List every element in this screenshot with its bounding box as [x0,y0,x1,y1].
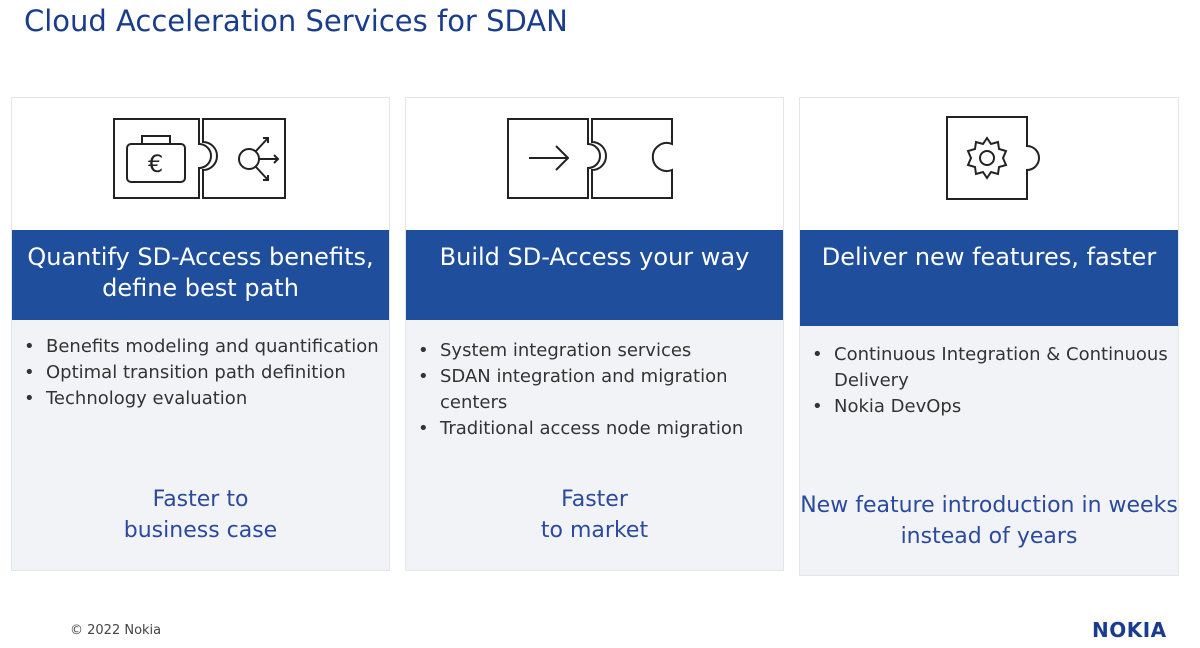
puzzle-euro-briefcase-network-icon: € [113,118,286,199]
bullet-list: •Continuous Integration & Continuous Del… [810,342,1174,420]
card-deliver-features: Deliver new features, faster •Continuous… [799,97,1179,576]
nokia-logo: NOKIA [1092,618,1167,642]
card-icon-area [800,98,1178,230]
card-heading: Quantify SD-Access benefits, define best… [12,230,389,320]
list-item: •Continuous Integration & Continuous Del… [812,344,1168,391]
list-item: •Technology evaluation [24,388,248,409]
bullet-list: •System integration services •SDAN integ… [416,338,777,442]
list-item: •Optimal transition path definition [24,362,346,383]
card-icon-area: € [12,98,389,230]
card-quantify-benefits: € Quantify SD-Access benefits, define be… [11,97,390,571]
slide-title: Cloud Acceleration Services for SDAN [24,4,568,38]
svg-text:€: € [148,150,163,178]
puzzle-arrow-icon [507,118,673,199]
puzzle-gear-icon [946,116,1040,200]
list-item: •SDAN integration and migration centers [418,366,728,413]
card-icon-area [406,98,783,230]
card-heading: Deliver new features, faster [800,230,1178,326]
card-body: •Continuous Integration & Continuous Del… [800,326,1178,575]
list-item: •Traditional access node migration [418,418,744,439]
card-body: •System integration services •SDAN integ… [406,320,783,570]
list-item: •Nokia DevOps [812,396,962,417]
card-build-your-way: Build SD-Access your way •System integra… [405,97,784,571]
copyright-text: © 2022 Nokia [70,623,162,638]
list-item: •Benefits modeling and quantification [24,336,379,357]
list-item: •System integration services [418,340,692,361]
bullet-list: •Benefits modeling and quantification •O… [22,334,383,412]
card-body: •Benefits modeling and quantification •O… [12,320,389,570]
card-heading: Build SD-Access your way [406,230,783,320]
